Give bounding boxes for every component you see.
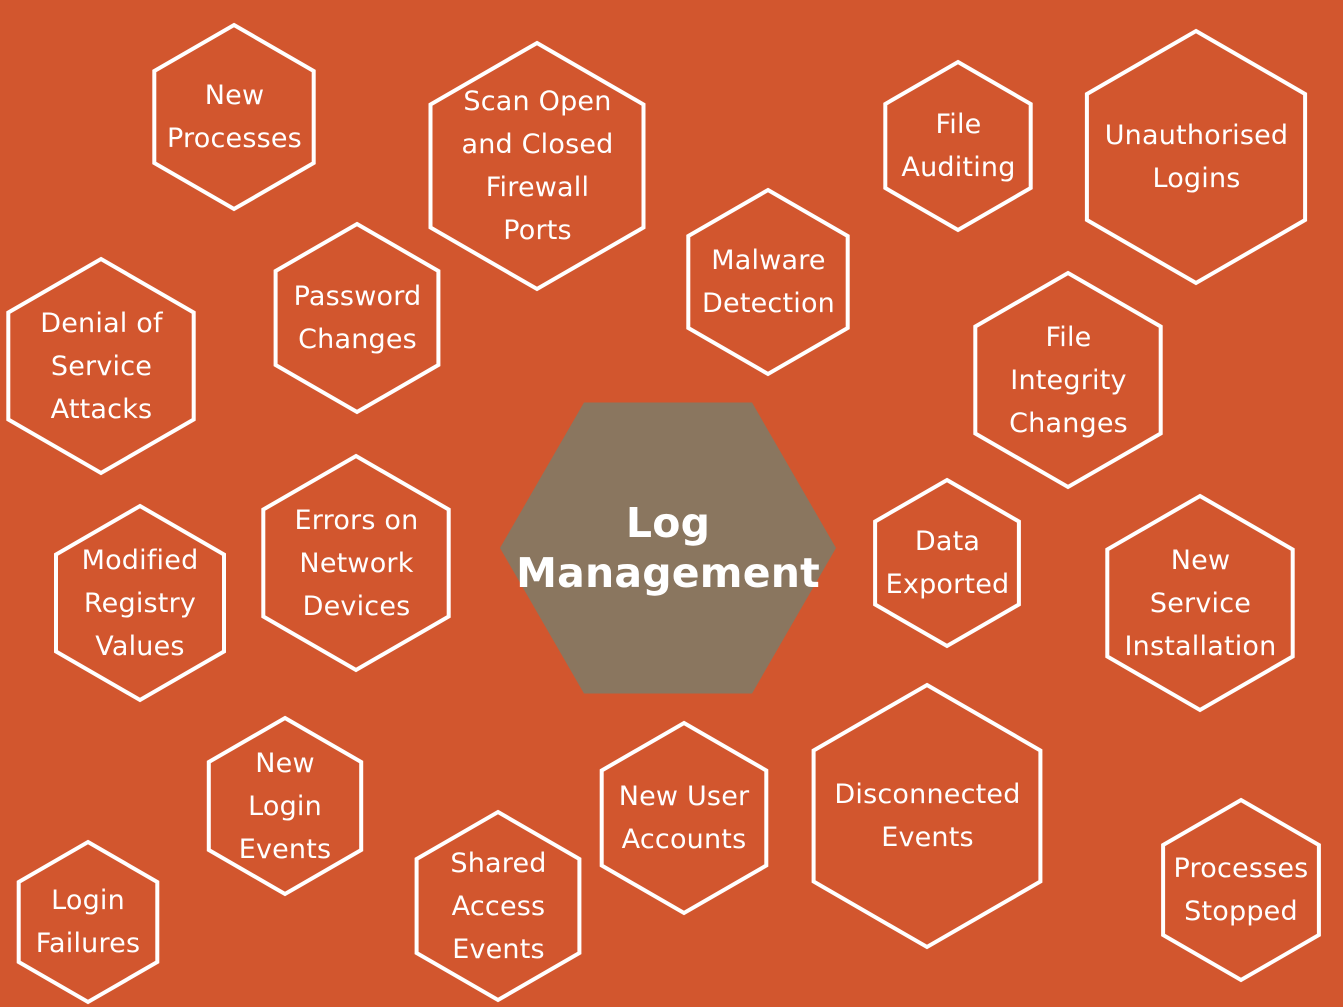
- hexagon-scan-open-closed-firewall-ports: [428, 40, 646, 292]
- hexagon-unauthorised-logins: [1084, 28, 1308, 286]
- hexagon-shared-access-events: [414, 809, 582, 1003]
- hexagon-malware-detection: [686, 187, 850, 377]
- hexagon-processes-stopped: [1161, 797, 1321, 983]
- hexagon-new-user-accounts: [599, 720, 769, 916]
- hexagon-new-processes: [152, 22, 316, 212]
- hexagon-disconnected-events: [811, 682, 1043, 950]
- hexagon-file-integrity-changes: [973, 270, 1163, 490]
- hexagon-new-service-installation: [1105, 493, 1295, 713]
- hexagon-center: [500, 402, 836, 694]
- hexagon-file-auditing: [883, 59, 1033, 233]
- hexagon-data-exported: [873, 477, 1021, 649]
- hexagon-new-login-events: [206, 715, 364, 897]
- hexagon-errors-on-network-devices: [261, 453, 451, 673]
- hexagon-password-changes: [273, 221, 441, 415]
- hexagon-modified-registry-values: [54, 503, 226, 703]
- hexagon-denial-of-service-attacks: [6, 256, 196, 476]
- hexagon-login-failures: [16, 839, 160, 1005]
